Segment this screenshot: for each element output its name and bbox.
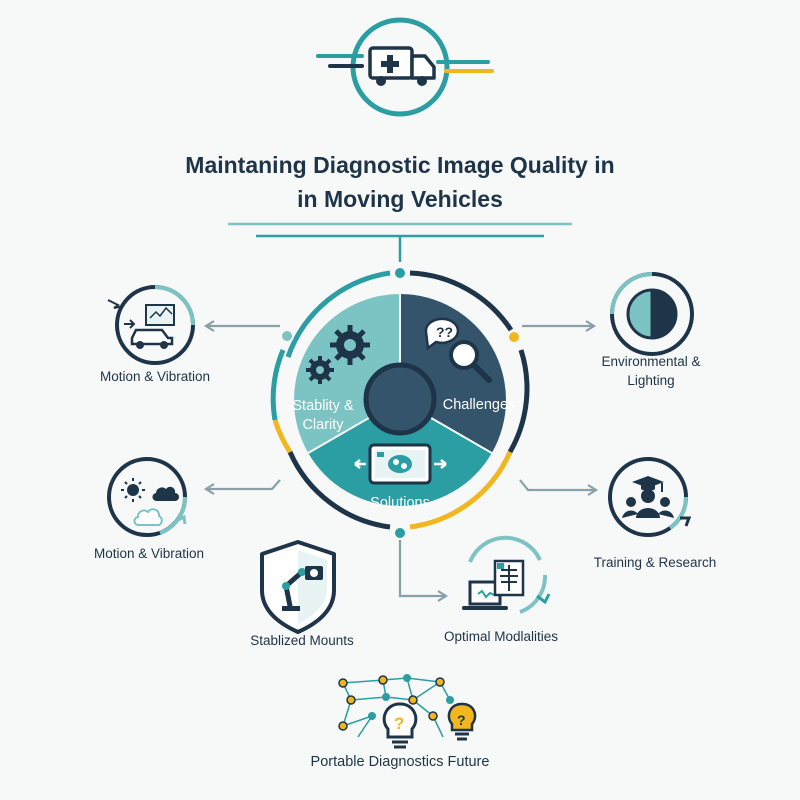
title-line-1: Maintaning Diagnostic Image Quality in <box>185 152 615 178</box>
node-label-top-left: Motion & Vibration <box>99 369 211 384</box>
page-title: Maintaning Diagnostic Image Quality in i… <box>0 148 800 216</box>
vehicle-vibration-icon <box>107 299 175 349</box>
node-label-bottom: Portable Diagnostics Future <box>310 754 490 770</box>
gears-icon <box>306 325 370 384</box>
node-label-bottom-left: Stablized Mounts <box>250 633 354 648</box>
tablet-xray-icon <box>354 443 447 485</box>
robotic-mount-shield-icon <box>260 540 336 634</box>
training-group-icon <box>622 476 674 518</box>
light-contrast-icon <box>626 288 678 340</box>
node-label-bottom-center: Optimal Modlalities <box>443 629 559 644</box>
weather-icon <box>121 478 179 526</box>
svg-text:?: ? <box>394 714 404 733</box>
node-label-mid-right: Training & Research <box>593 555 717 570</box>
xray-laptop-icon <box>462 559 525 610</box>
segment-label-challenges: Challenges <box>442 397 516 413</box>
node-label-mid-left: Motion & Vibration <box>93 546 205 561</box>
node-label-top-right: Environmental & Lighting <box>601 354 701 388</box>
svg-text:?: ? <box>457 712 466 728</box>
svg-text:??: ?? <box>436 324 453 340</box>
segment-label-stability: Stablity & Clarity <box>292 398 354 433</box>
title-line-2: in Moving Vehicles <box>297 186 503 212</box>
network-lightbulb-icon: ? ? <box>338 674 477 749</box>
question-search-icon: ?? <box>424 317 492 383</box>
segment-label-solutions: Solutions <box>370 495 430 511</box>
